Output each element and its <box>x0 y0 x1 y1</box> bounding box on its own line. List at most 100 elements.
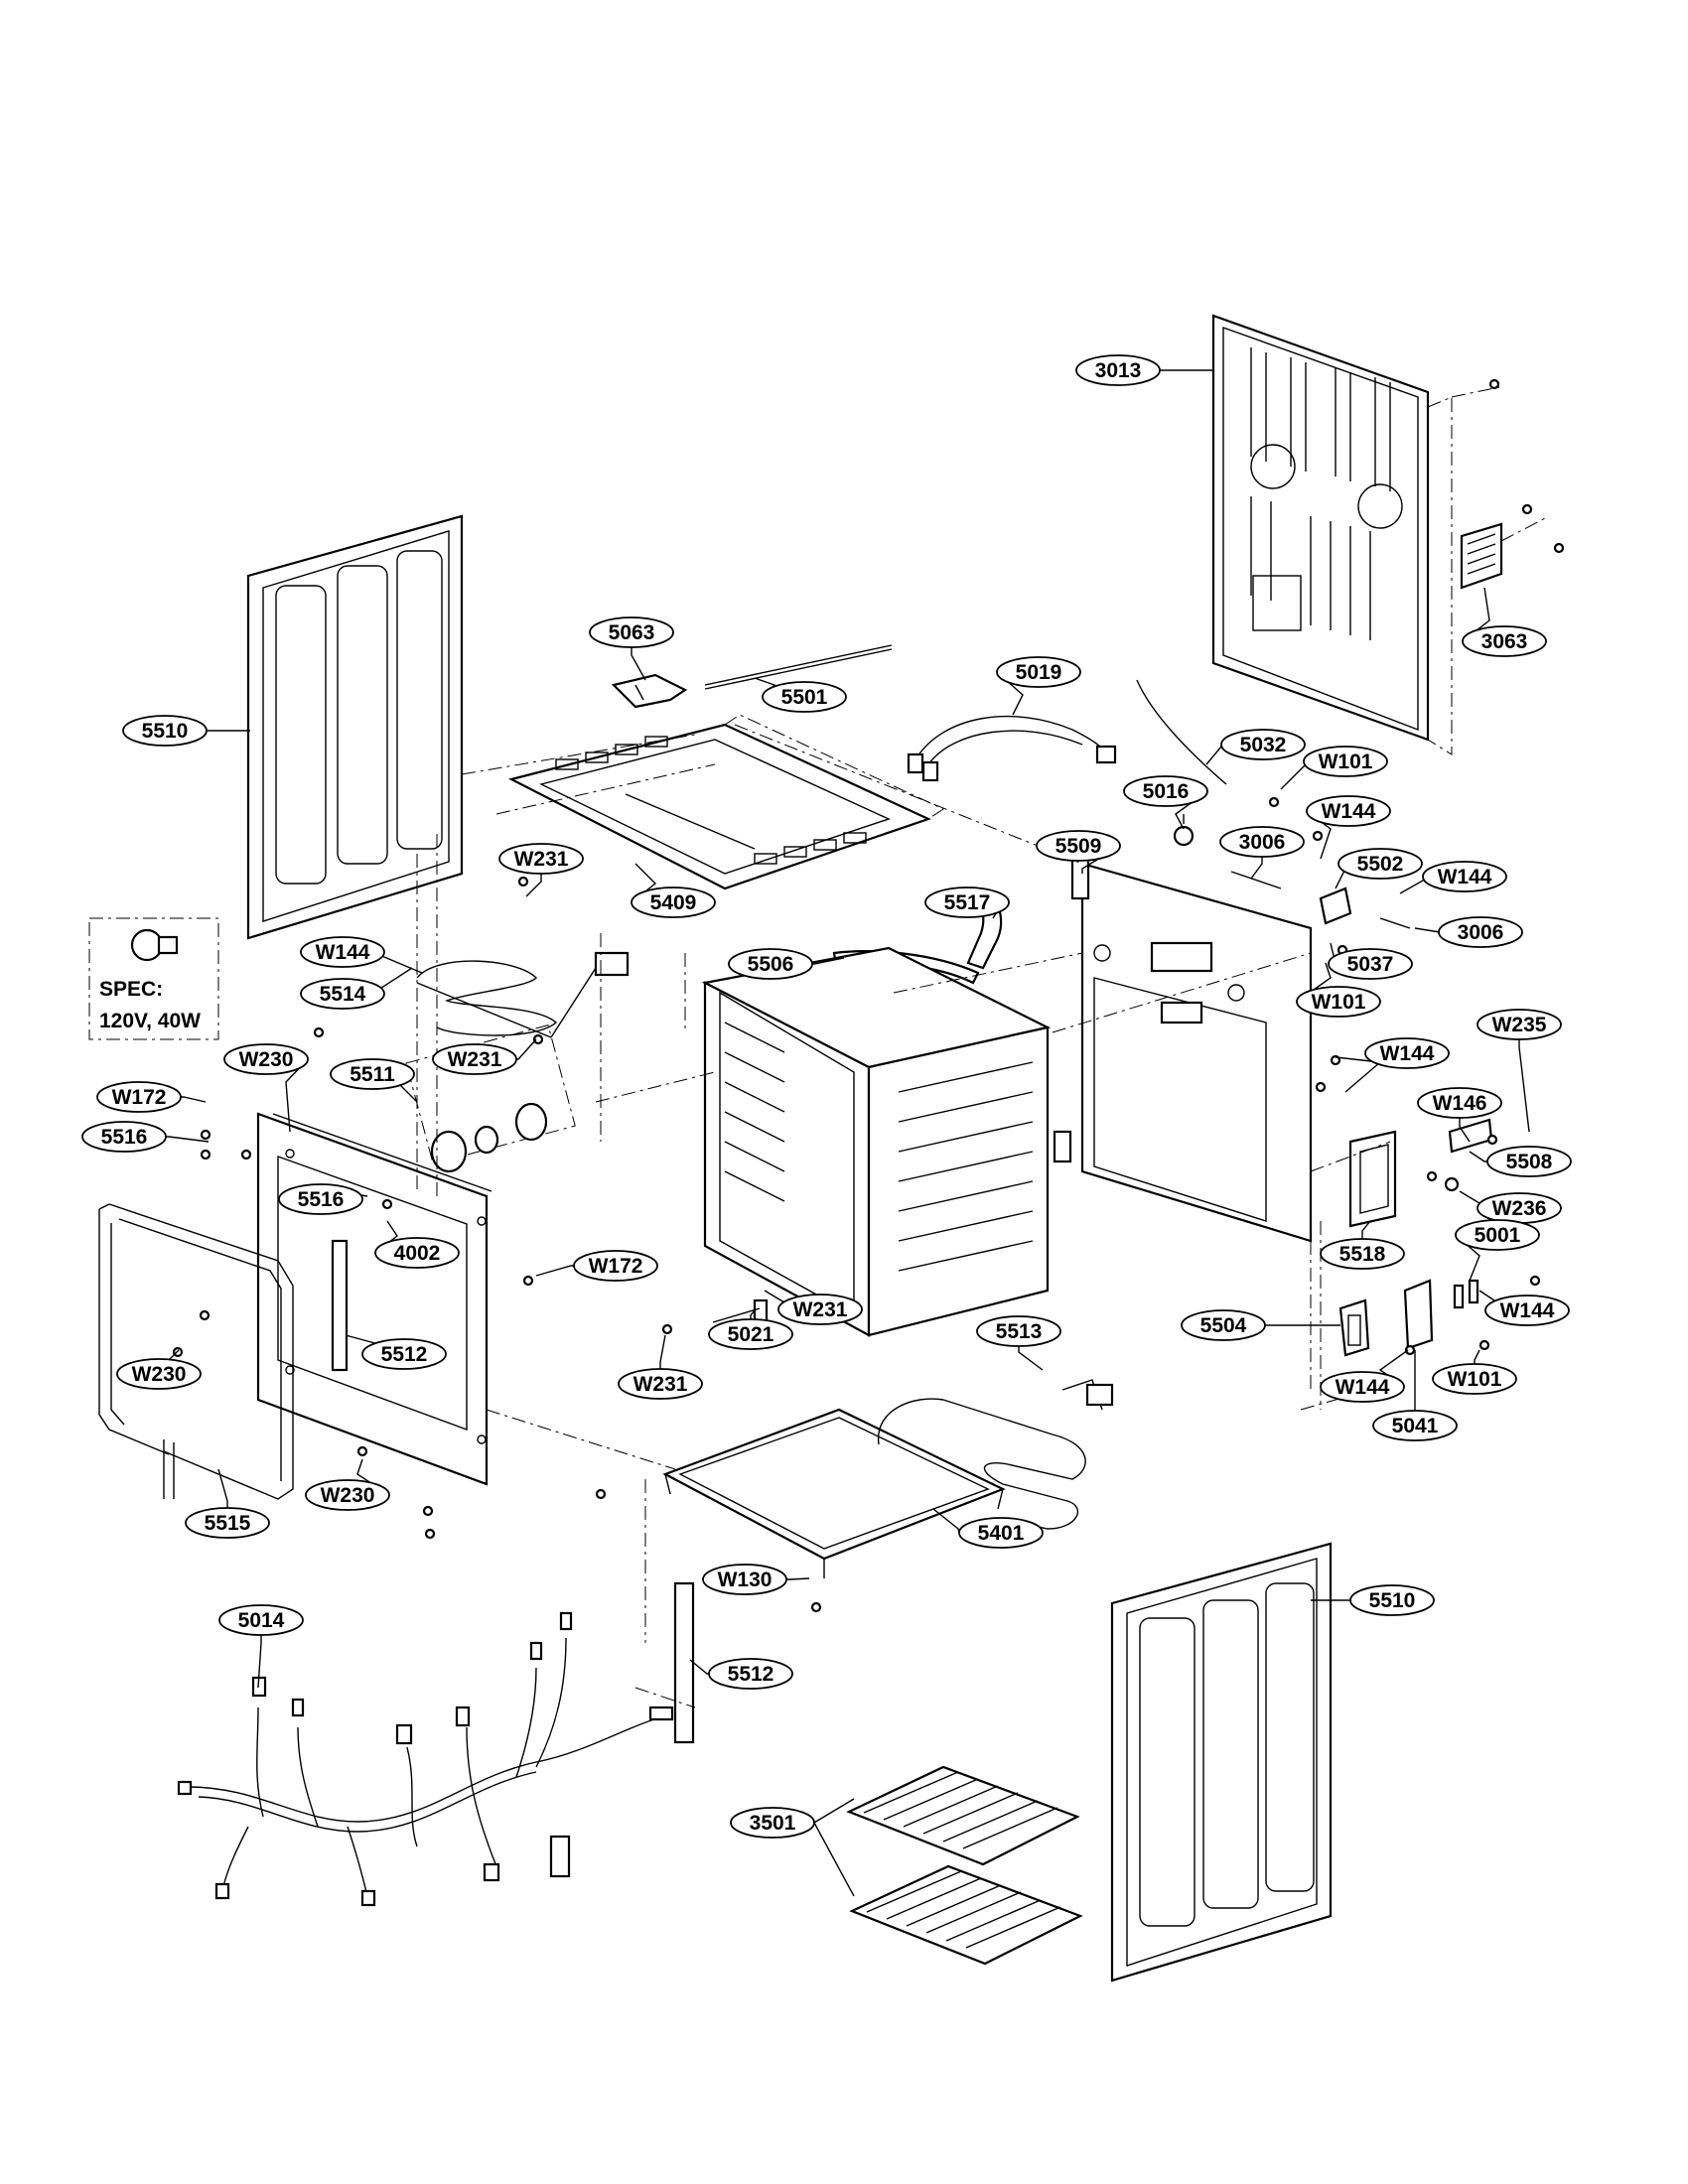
oven-cavity-drawing <box>701 946 1072 1337</box>
callout-part-number: 5016 <box>1143 780 1190 803</box>
callout-leader-line <box>631 646 646 681</box>
callout-part-number: W236 <box>1492 1197 1547 1220</box>
callout-oval <box>432 1043 517 1075</box>
callout-oval <box>1486 1146 1572 1177</box>
callout-oval <box>708 1318 793 1350</box>
callout-oval <box>116 1358 202 1390</box>
callout-oval <box>1123 775 1208 807</box>
callout-part-number: 5513 <box>996 1320 1043 1343</box>
part-callout: W101 <box>1432 1363 1517 1395</box>
callout-leader-line <box>813 1822 855 1897</box>
light-assembly-drawing <box>405 1024 576 1173</box>
callout-oval <box>777 1294 863 1325</box>
wire-harness-5014-drawing <box>177 1611 674 1907</box>
part-callout: 5502 <box>1337 848 1423 880</box>
callout-leader-line <box>535 1265 574 1277</box>
callout-part-number: W144 <box>1322 800 1376 823</box>
side-panel-left-drawing <box>246 514 464 940</box>
part-callout: W231 <box>618 1368 703 1400</box>
part-callout: W236 <box>1477 1192 1562 1224</box>
part-callout: W101 <box>1303 746 1388 777</box>
callout-part-number: W144 <box>1500 1299 1555 1322</box>
callout-oval <box>618 1368 703 1400</box>
part-callout: 3006 <box>1219 826 1305 858</box>
part-callout: W172 <box>573 1250 658 1282</box>
callout-oval <box>300 978 385 1010</box>
callout-oval <box>1364 1037 1450 1069</box>
callout-part-number: 5511 <box>350 1063 395 1086</box>
callout-part-number: W231 <box>633 1373 688 1396</box>
part-callout: 5019 <box>996 656 1081 688</box>
part-callout: W144 <box>300 936 385 968</box>
part-callout: 3063 <box>1462 625 1547 657</box>
callout-part-number: W235 <box>1492 1014 1547 1036</box>
callout-leader-line <box>659 1334 666 1370</box>
callout-part-number: 5019 <box>1016 661 1062 684</box>
part-callout: 5409 <box>631 887 716 918</box>
callout-oval <box>96 1081 182 1113</box>
spec-value: 120V, 40W <box>99 1010 201 1032</box>
callout-oval <box>1462 625 1547 657</box>
spec-title: SPEC: <box>99 978 163 1001</box>
callout-oval <box>1349 1584 1435 1616</box>
callout-oval <box>1337 848 1423 880</box>
rear-wall-drawing <box>1070 852 1352 1243</box>
callout-leader-line <box>1250 856 1263 880</box>
assembly-guide-lines <box>416 724 1391 1708</box>
callout-part-number: 5512 <box>381 1343 428 1366</box>
callout-oval <box>1219 826 1305 858</box>
callout-part-number: 5510 <box>1369 1589 1416 1612</box>
callout-leader-line <box>1414 927 1441 933</box>
callout-leader-line <box>257 1634 262 1689</box>
callout-oval <box>1306 795 1391 827</box>
callout-part-number: 5502 <box>1357 853 1404 876</box>
part-callout: 5014 <box>218 1604 304 1636</box>
callout-part-number: 5512 <box>728 1663 774 1686</box>
part-callout: 5515 <box>185 1507 270 1539</box>
callout-leader-line <box>1469 1151 1487 1162</box>
callout-part-number: 5001 <box>1475 1224 1521 1247</box>
part-callout: 5516 <box>278 1183 363 1215</box>
callout-part-number: 5041 <box>1392 1415 1439 1437</box>
callout-oval <box>81 1121 167 1153</box>
part-callout: 5510 <box>1349 1584 1435 1616</box>
callout-oval <box>573 1250 658 1282</box>
part-callout: 5514 <box>300 978 385 1010</box>
callout-part-number: W230 <box>132 1363 187 1386</box>
harness-5019-drawing <box>907 715 1117 782</box>
callout-part-number: 3013 <box>1095 359 1142 382</box>
part-callout: 5501 <box>762 681 847 713</box>
callout-oval <box>1422 861 1507 892</box>
callout-part-number: 5032 <box>1240 734 1287 756</box>
callout-leader-line <box>217 1468 228 1509</box>
part-callout: 5509 <box>1036 830 1121 862</box>
part-callout: 5511 <box>330 1058 415 1090</box>
callout-oval <box>708 1658 793 1690</box>
callout-leader-line <box>1361 1220 1371 1240</box>
probe-3006-drawing <box>1230 871 1411 929</box>
callout-part-number: W230 <box>239 1048 294 1071</box>
part-callout: 5508 <box>1486 1146 1572 1177</box>
part-callout: W144 <box>1306 795 1391 827</box>
callout-part-number: W172 <box>589 1255 643 1278</box>
callout-oval <box>330 1058 415 1090</box>
part-callout: 5001 <box>1455 1219 1540 1251</box>
callout-part-number: 5506 <box>748 953 794 976</box>
part-callout: 5518 <box>1320 1238 1405 1270</box>
callout-part-number: 5518 <box>1339 1243 1386 1266</box>
callout-leader-line <box>516 1038 537 1060</box>
part-callout: W172 <box>96 1081 182 1113</box>
part-callout: W231 <box>498 843 584 875</box>
callout-part-number: 5516 <box>101 1126 148 1149</box>
callout-oval <box>1438 916 1523 948</box>
callout-oval <box>1417 1087 1502 1119</box>
callout-oval <box>300 936 385 968</box>
part-callout: 5516 <box>81 1121 167 1153</box>
callout-part-number: 5504 <box>1200 1314 1247 1337</box>
part-callout: 5037 <box>1328 948 1413 980</box>
part-callout: W130 <box>702 1564 787 1595</box>
broil-element-drawing <box>416 951 630 1038</box>
part-callout: W230 <box>223 1043 309 1075</box>
part-callout: 5021 <box>708 1318 793 1350</box>
